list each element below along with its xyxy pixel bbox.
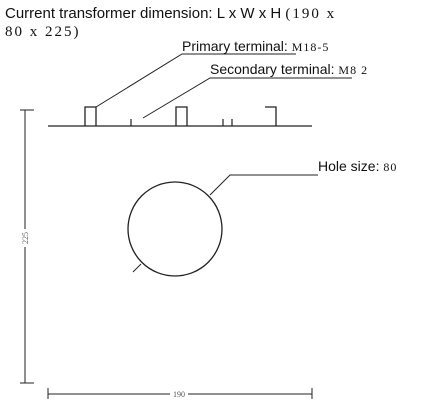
secondary-terminal-leader [142, 77, 352, 119]
title-dimensions-line2: 80 x 225) [5, 24, 81, 40]
title-dimensions-line1: (190 x [285, 6, 337, 22]
primary-terminal-text: Primary terminal: [182, 38, 288, 54]
right-terminal [265, 106, 277, 126]
primary-terminal-1 [84, 106, 97, 126]
primary-terminal-label: Primary terminal: M18-5 [182, 38, 329, 55]
diagram-title: Current transformer dimension: L x W x H… [5, 4, 405, 40]
hole-tick [132, 263, 142, 273]
hole-size-text: Hole size: [318, 158, 380, 174]
secondary-terminal-label: Secondary terminal: M8 2 [210, 61, 368, 78]
hole-size-leader [209, 174, 318, 196]
hole-circle [127, 181, 223, 277]
hole-size-label: Hole size: 80 [318, 158, 397, 175]
primary-terminal-value: M18-5 [291, 40, 330, 54]
primary-terminal-2 [175, 106, 188, 126]
length-label-bg [170, 389, 188, 398]
height-dimension-label: 225 [21, 232, 30, 244]
title-text: Current transformer dimension: L x W x H [5, 5, 282, 22]
height-label-bg [21, 229, 29, 247]
secondary-terminal-text: Secondary terminal: [210, 61, 335, 77]
hole-size-value: 80 [383, 160, 398, 174]
length-dimension-label: 190 [173, 390, 185, 399]
primary-terminal-leader [95, 53, 296, 108]
secondary-terminal-value: M8 2 [338, 63, 369, 77]
